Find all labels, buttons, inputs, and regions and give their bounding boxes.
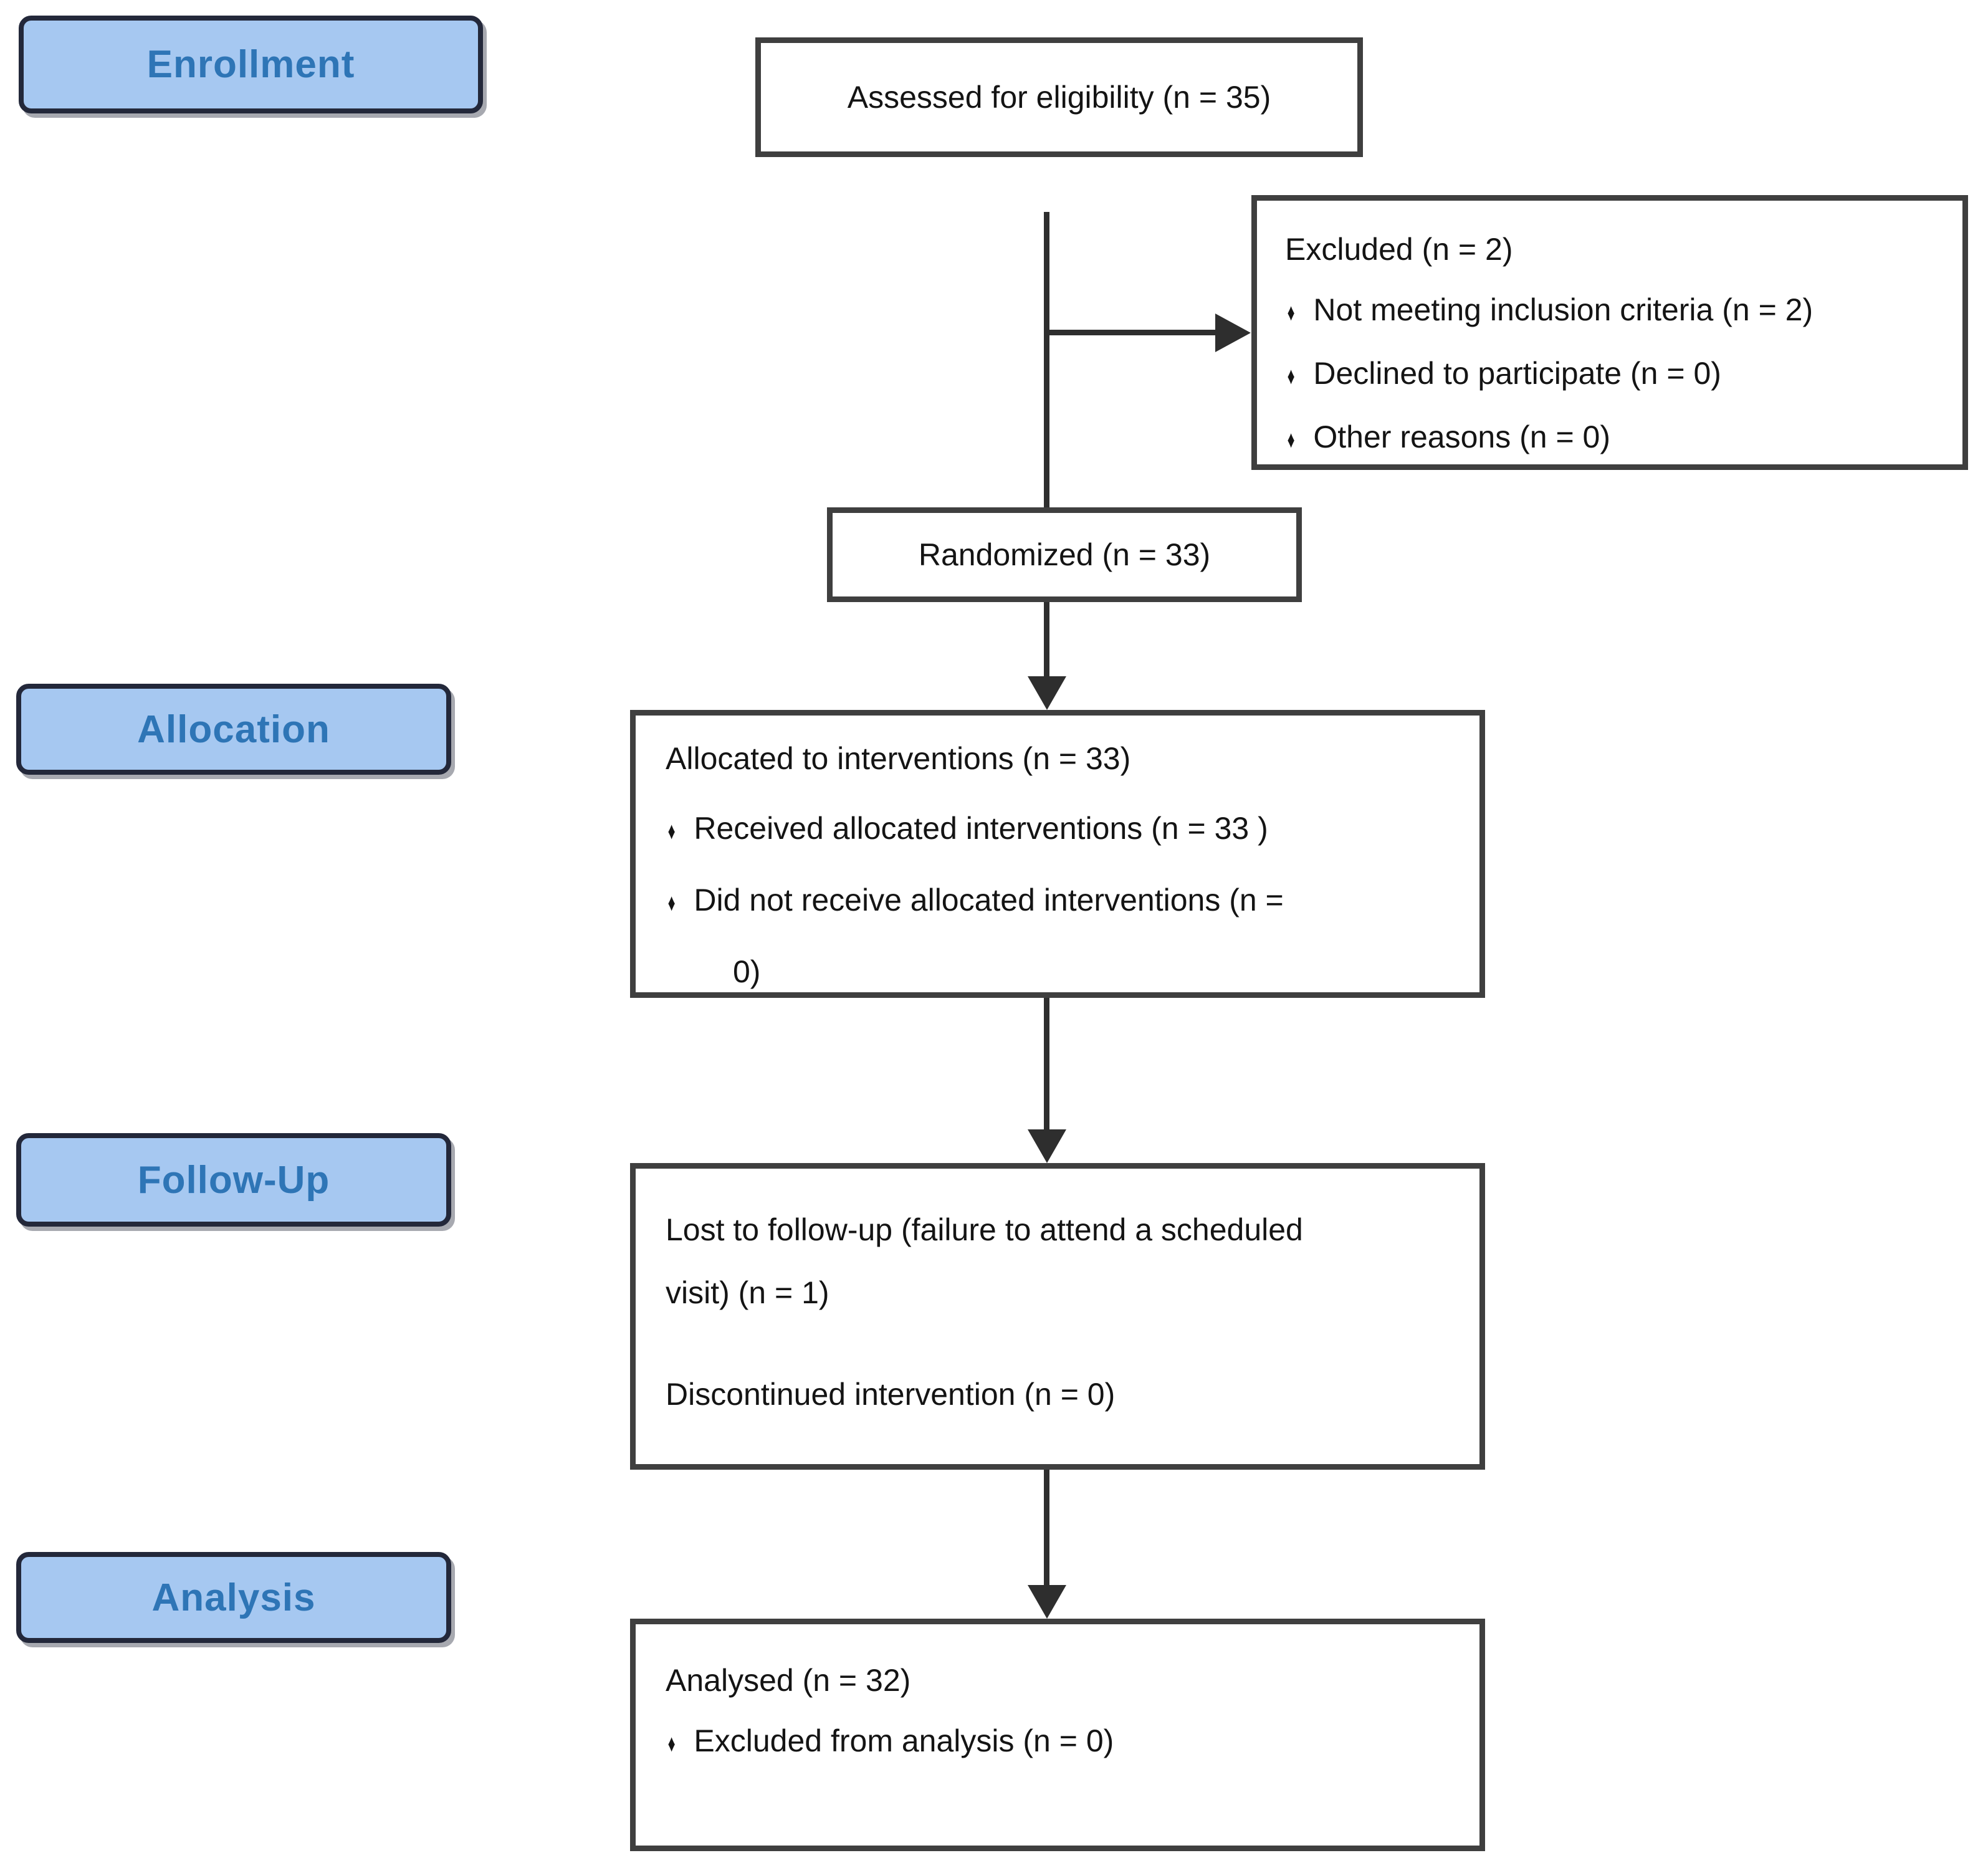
allocated-bullet-2-line-1: Did not receive allocated interventions …: [694, 883, 1284, 917]
allocated-box: Allocated to interventions (n = 33) ♦ Rec…: [630, 710, 1485, 998]
stage-label-enrollment: Enrollment: [19, 16, 483, 113]
arrowhead-down-icon: [1028, 1585, 1066, 1619]
randomized-text: Randomized (n = 33): [918, 537, 1211, 572]
excluded-box: Excluded (n = 2) ♦ Not meeting inclusion …: [1251, 195, 1968, 470]
list-item: ♦ Did not receive allocated interventions…: [666, 871, 1458, 932]
list-item: ♦ Received allocated interventions (n = 3…: [666, 799, 1458, 861]
diamond-bullet-icon: ♦: [1287, 363, 1295, 390]
analysed-title: Analysed (n = 32): [666, 1663, 911, 1698]
stage-label-allocation: Allocation: [16, 684, 451, 775]
excluded-bullet-2: Declined to participate (n = 0): [1313, 356, 1721, 391]
excluded-bullet-3: Other reasons (n = 0): [1313, 419, 1611, 454]
list-item: ♦ Declined to participate (n = 0): [1285, 343, 1940, 407]
arrowhead-right-icon: [1215, 314, 1251, 352]
connector-randomized-to-allocated: [1044, 602, 1049, 678]
arrowhead-down-icon: [1028, 676, 1066, 710]
assessed-text: Assessed for eligibility (n = 35): [847, 80, 1271, 115]
diamond-bullet-icon: ♦: [667, 818, 676, 845]
allocated-bullet-2-line-2: 0): [733, 954, 761, 989]
lost-to-follow-up-box: Lost to follow-up (failure to attend a s…: [630, 1163, 1485, 1470]
stage-label-analysis: Analysis: [16, 1552, 451, 1643]
assessed-for-eligibility-box: Assessed for eligibility (n = 35): [755, 37, 1363, 157]
connector-assessed-to-randomized: [1044, 212, 1049, 507]
analysed-bullet-1: Excluded from analysis (n = 0): [694, 1723, 1114, 1758]
list-item: ♦ Other reasons (n = 0): [1285, 407, 1940, 471]
connector-followup-to-analysed: [1044, 1470, 1049, 1586]
excluded-title: Excluded (n = 2): [1285, 232, 1513, 267]
diamond-bullet-icon: ♦: [1287, 427, 1295, 453]
randomized-box: Randomized (n = 33): [827, 507, 1302, 602]
followup-paragraph-1-line-1: Lost to follow-up (failure to attend a s…: [666, 1212, 1303, 1247]
excluded-bullet-1: Not meeting inclusion criteria (n = 2): [1313, 292, 1814, 327]
diamond-bullet-icon: ♦: [667, 1731, 676, 1757]
connector-allocated-to-followup: [1044, 998, 1049, 1131]
list-item: ♦ Not meeting inclusion criteria (n = 2): [1285, 280, 1940, 343]
stage-label-follow-up: Follow-Up: [16, 1133, 451, 1227]
connector-branch-to-excluded: [1046, 330, 1218, 335]
allocated-title: Allocated to interventions (n = 33): [666, 741, 1131, 776]
arrowhead-down-icon: [1028, 1129, 1066, 1163]
followup-paragraph-2: Discontinued intervention (n = 0): [666, 1377, 1116, 1412]
diamond-bullet-icon: ♦: [1287, 300, 1295, 326]
allocated-bullet-1: Received allocated interventions (n = 33…: [694, 811, 1268, 846]
diamond-bullet-icon: ♦: [667, 890, 676, 916]
analysed-box: Analysed (n = 32) ♦ Excluded from analysi…: [630, 1619, 1485, 1851]
followup-paragraph-1-line-2: visit) (n = 1): [666, 1275, 829, 1310]
list-item: ♦ Excluded from analysis (n = 0): [666, 1711, 1458, 1774]
